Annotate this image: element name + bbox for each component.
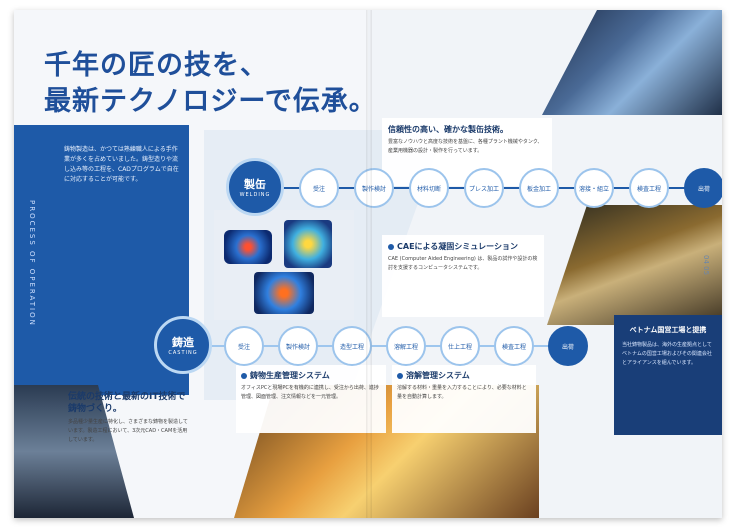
- welding-step-6: 溶接・組立: [574, 168, 614, 208]
- headline: 千年の匠の技を、 最新テクノロジーで伝承。: [44, 48, 377, 120]
- cae-model-3: [254, 272, 314, 314]
- casting-step-2: 製作検討: [278, 326, 318, 366]
- reliability-title: 信頼性の高い、確かな製缶技術。: [388, 125, 508, 134]
- welding-step-8: 出荷: [684, 168, 722, 208]
- melt-mgmt-title: 溶解管理システム: [397, 370, 531, 381]
- casting-main-en: CASTING: [168, 350, 198, 356]
- welding-main-en: WELDING: [239, 192, 271, 198]
- it-title: 伝統の技術と最新のIT技術で鋳物づくり。: [68, 392, 186, 414]
- bullet-icon: [241, 372, 247, 379]
- casting-step-7: 出荷: [548, 326, 588, 366]
- it-body: 多品種少量生産に特化し、さまざまな鋳物を製造しています。製造工程において、3次元…: [68, 419, 188, 443]
- bullet-icon: [388, 243, 394, 250]
- melt-mgmt-card: 溶解管理システム 溶解する材料・重量を入力することにより、必要な材料と量を自動計…: [392, 365, 536, 433]
- page-number: 04 05: [702, 255, 710, 276]
- cae-simulation-image: [214, 210, 354, 320]
- left-panel-text: 鋳物製造は、かつては熟練職人による手作業が多くを占めていました。鋳型造りや流し込…: [64, 146, 179, 183]
- prod-mgmt-title-text: 鋳物生産管理システム: [250, 371, 330, 380]
- prod-mgmt-body: オフィスPCと現場PCを有機的に連携し、受注から出荷、進捗管理、図面管理、注文情…: [241, 385, 379, 400]
- welding-step-2: 製作検討: [354, 168, 394, 208]
- cae-model-2: [284, 220, 332, 268]
- vietnam-body: 当社鋳物製品は、海外の生産拠点としてベトナムの国営工場およびその関連会社とアライ…: [622, 342, 712, 366]
- welding-step-7: 検査工程: [629, 168, 669, 208]
- casting-step-6: 検査工程: [494, 326, 534, 366]
- welding-step-1: 受注: [299, 168, 339, 208]
- cae-title: CAEによる凝固シミュレーション: [388, 241, 538, 252]
- casting-main-jp: 鋳造: [172, 336, 194, 349]
- casting-step-3: 造型工程: [332, 326, 372, 366]
- vertical-label: PROCESS OF OPERATION: [28, 200, 36, 327]
- it-card: 伝統の技術と最新のIT技術で鋳物づくり。 多品種少量生産に特化し、さまざまな鋳物…: [62, 385, 196, 467]
- casting-step-1: 受注: [224, 326, 264, 366]
- bullet-icon: [397, 372, 403, 379]
- melt-mgmt-body: 溶解する材料・重量を入力することにより、必要な材料と量を自動計算します。: [397, 385, 527, 400]
- cae-title-text: CAEによる凝固シミュレーション: [397, 242, 518, 251]
- brochure-spread: 千年の匠の技を、 最新テクノロジーで伝承。 鋳物製造は、かつては熟練職人による手…: [14, 10, 722, 518]
- headline-line2: 最新テクノロジーで伝承。: [44, 86, 377, 117]
- reliability-body: 豊富なノウハウと高度な技術を基盤に、各種プラント機械やタンク、産業用機器の設計・…: [388, 139, 543, 154]
- cae-card: CAEによる凝固シミュレーション CAE (Computer Aided Eng…: [382, 235, 544, 317]
- welding-step-4: プレス加工: [464, 168, 504, 208]
- cae-body: CAE (Computer Aided Engineering) は、製品の試作…: [388, 256, 538, 271]
- prod-mgmt-title: 鋳物生産管理システム: [241, 370, 381, 381]
- welding-step-3: 材料切断: [409, 168, 449, 208]
- headline-line1: 千年の匠の技を、: [44, 50, 268, 81]
- spine-gutter: [366, 10, 372, 518]
- cae-model-1: [224, 230, 272, 264]
- melt-mgmt-title-text: 溶解管理システム: [406, 371, 470, 380]
- welding-main-jp: 製缶: [244, 178, 266, 191]
- casting-track: [174, 345, 584, 347]
- casting-step-5: 仕上工程: [440, 326, 480, 366]
- casting-step-4: 溶解工程: [386, 326, 426, 366]
- vietnam-box: ベトナム国営工場と提携 当社鋳物製品は、海外の生産拠点としてベトナムの国営工場お…: [614, 315, 722, 435]
- welding-step-5: 板金加工: [519, 168, 559, 208]
- welding-main-node: 製缶 WELDING: [226, 158, 284, 216]
- casting-main-node: 鋳造 CASTING: [154, 316, 212, 374]
- prod-mgmt-card: 鋳物生産管理システム オフィスPCと現場PCを有機的に連携し、受注から出荷、進捗…: [236, 365, 386, 433]
- vietnam-title: ベトナム国営工場と提携: [629, 326, 707, 334]
